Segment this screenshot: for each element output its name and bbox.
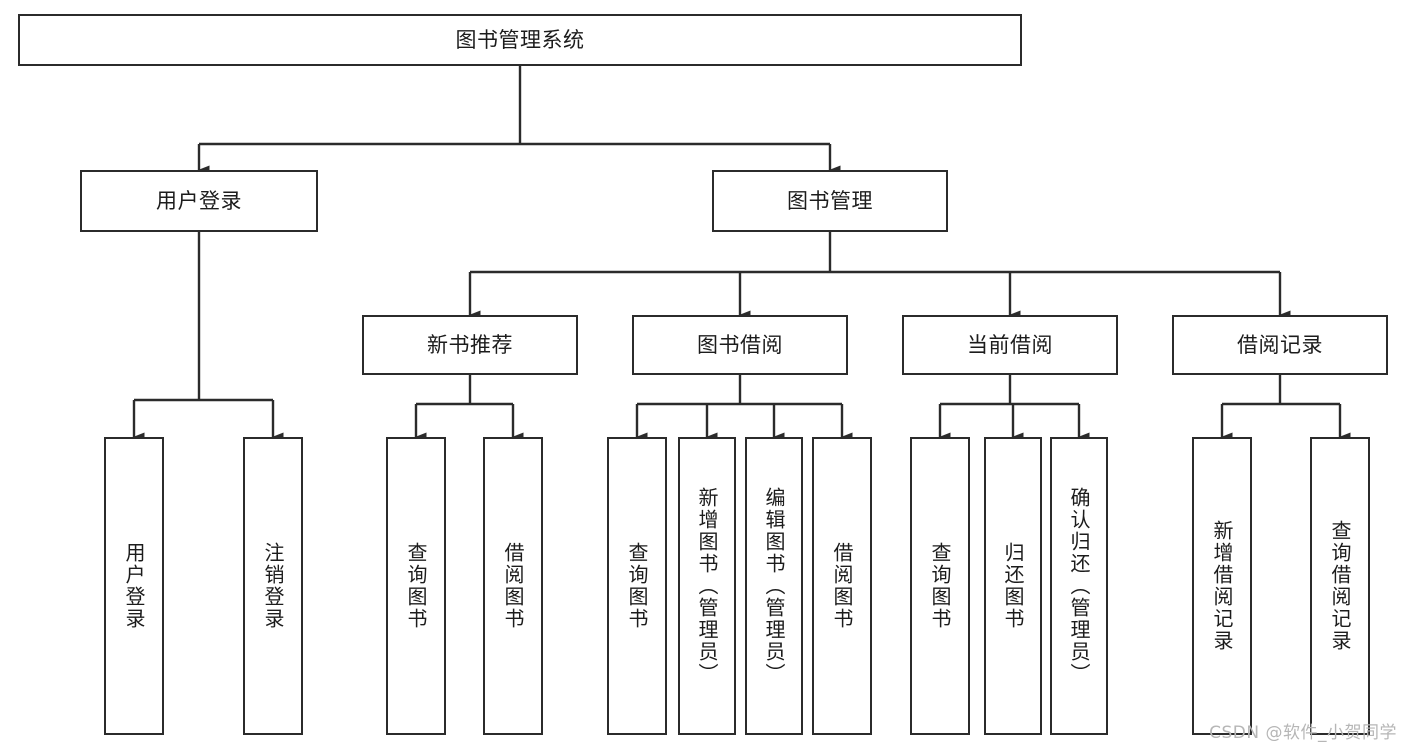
node-borrow[interactable]: 图书借阅 <box>632 315 848 375</box>
node-l-queryrec[interactable]: 查询借阅记录 <box>1310 437 1370 735</box>
node-l-addrec[interactable]: 新增借阅记录 <box>1192 437 1252 735</box>
node-label: 用户登录 <box>122 542 146 630</box>
node-l-query2[interactable]: 查询图书 <box>607 437 667 735</box>
node-l-borrow2[interactable]: 借阅图书 <box>812 437 872 735</box>
node-l-return[interactable]: 归还图书 <box>984 437 1042 735</box>
node-newbook[interactable]: 新书推荐 <box>362 315 578 375</box>
node-label: 确认归还（管理员） <box>1067 487 1091 685</box>
node-bookmgmt[interactable]: 图书管理 <box>712 170 948 232</box>
node-l-query3[interactable]: 查询图书 <box>910 437 970 735</box>
node-l-logout[interactable]: 注销登录 <box>243 437 303 735</box>
node-login[interactable]: 用户登录 <box>80 170 318 232</box>
node-label: 编辑图书（管理员） <box>762 487 786 685</box>
node-l-edit[interactable]: 编辑图书（管理员） <box>745 437 803 735</box>
node-label: 查询借阅记录 <box>1328 520 1352 652</box>
node-records[interactable]: 借阅记录 <box>1172 315 1388 375</box>
node-label: 借阅图书 <box>830 542 854 630</box>
node-label: 图书管理 <box>787 188 873 213</box>
connector-lines <box>132 66 1351 442</box>
node-label: 查询图书 <box>404 542 428 630</box>
node-label: 新书推荐 <box>427 332 513 357</box>
node-label: 查询图书 <box>928 542 952 630</box>
node-root[interactable]: 图书管理系统 <box>18 14 1022 66</box>
node-l-query1[interactable]: 查询图书 <box>386 437 446 735</box>
node-label: 归还图书 <box>1001 542 1025 630</box>
node-label: 当前借阅 <box>967 332 1053 357</box>
node-label: 注销登录 <box>261 542 285 630</box>
node-current[interactable]: 当前借阅 <box>902 315 1118 375</box>
node-label: 图书管理系统 <box>455 27 585 52</box>
watermark: CSDN @软件_小贺同学 <box>1209 723 1397 743</box>
node-l-confirm[interactable]: 确认归还（管理员） <box>1050 437 1108 735</box>
node-label: 用户登录 <box>156 188 242 213</box>
node-l-login[interactable]: 用户登录 <box>104 437 164 735</box>
node-l-add[interactable]: 新增图书（管理员） <box>678 437 736 735</box>
node-label: 借阅记录 <box>1237 332 1323 357</box>
node-l-borrow1[interactable]: 借阅图书 <box>483 437 543 735</box>
node-label: 新增图书（管理员） <box>695 487 719 685</box>
node-label: 新增借阅记录 <box>1210 520 1234 652</box>
node-label: 借阅图书 <box>501 542 525 630</box>
node-label: 查询图书 <box>625 542 649 630</box>
node-label: 图书借阅 <box>697 332 783 357</box>
